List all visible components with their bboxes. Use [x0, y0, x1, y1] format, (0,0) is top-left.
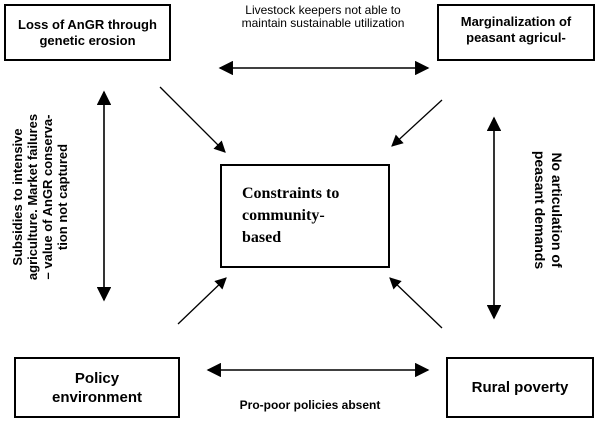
- arrow-diag-bottom-left: [177, 277, 227, 325]
- label-top-relationship: Livestock keepers not able to maintain s…: [241, 3, 405, 30]
- box-constraints: Constraints to community-based: [220, 164, 390, 268]
- box-loss-of-angr: Loss of AnGR through genetic erosion: [4, 4, 171, 61]
- box-policy-environment-text: Policy environment: [51, 369, 142, 406]
- box-constraints-text: Constraints to community-based: [242, 185, 340, 246]
- box-rural-poverty: Rural poverty: [446, 357, 594, 418]
- label-bottom-relationship: Pro-poor policies absent: [239, 398, 381, 412]
- box-rural-poverty-text: Rural poverty: [471, 379, 569, 396]
- box-marginalization-text: Marginalization of peasant agricul-: [460, 14, 572, 45]
- arrow-diag-bottom-right: [389, 277, 443, 329]
- box-marginalization: Marginalization of peasant agricul-: [437, 4, 595, 61]
- arrow-diag-top-left: [159, 86, 226, 153]
- box-policy-environment: Policy environment: [14, 357, 180, 418]
- box-loss-of-angr-text: Loss of AnGR through genetic erosion: [18, 16, 157, 48]
- arrow-diag-top-right: [391, 99, 443, 147]
